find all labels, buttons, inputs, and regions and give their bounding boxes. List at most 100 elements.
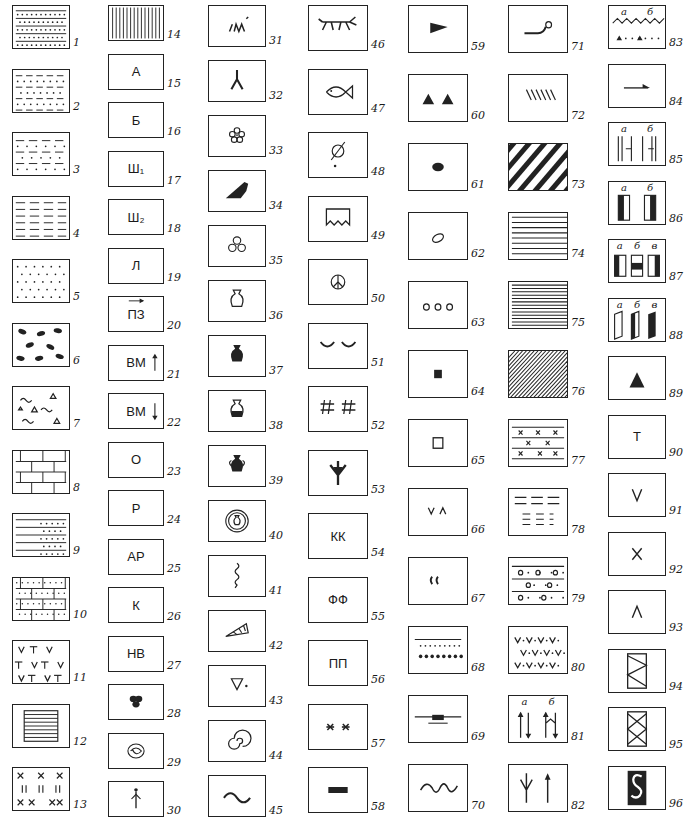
callout-number: 77 (571, 455, 585, 466)
symbol-glyph (109, 782, 163, 816)
legend-symbol-box: 47 (308, 69, 368, 115)
callout-number: 56 (371, 674, 385, 685)
symbol-glyph (609, 182, 665, 224)
symbol-glyph (209, 556, 265, 596)
callout-number: 30 (167, 805, 181, 816)
legend-symbol-box: 34 (208, 170, 266, 212)
callout-number: 18 (167, 223, 181, 234)
symbol-glyph (13, 260, 69, 302)
callout-number: 34 (269, 200, 283, 211)
legend-symbol-box: 52 (308, 386, 368, 432)
legend-symbol-box: аб83 (608, 5, 666, 49)
legend-symbol-box: 70 (408, 764, 468, 812)
legend-symbol-box: 72 (508, 74, 568, 122)
symbol-letter-row: абв (611, 241, 663, 251)
callout-number: 62 (471, 248, 485, 259)
callout-number: 72 (571, 110, 585, 121)
callout-number: 55 (371, 611, 385, 622)
legend-symbol-box: 10 (12, 577, 70, 621)
callout-number: 95 (669, 739, 683, 750)
legend-symbol-box: 74 (508, 212, 568, 260)
symbol-glyph (13, 451, 69, 493)
legend-symbol-box: Ш₁17 (108, 151, 164, 187)
legend-symbol-box: 66 (408, 488, 468, 536)
symbol-glyph (609, 6, 665, 48)
callout-number: 94 (669, 681, 683, 692)
callout-number: 82 (571, 800, 585, 811)
callout-number: 65 (471, 455, 485, 466)
callout-number: 87 (669, 271, 683, 282)
callout-number: 35 (269, 255, 283, 266)
symbol-glyph (209, 391, 265, 431)
symbol-glyph (209, 6, 265, 46)
legend-symbol-box: ПП56 (308, 640, 368, 686)
callout-number: 57 (371, 738, 385, 749)
legend-symbol-box: 44 (208, 720, 266, 762)
symbol-letter: а (620, 124, 628, 134)
legend-symbol-box: ПЗ20 (108, 296, 164, 332)
legend-symbol-box: 4 (12, 196, 70, 240)
symbol-letter: б (646, 124, 654, 134)
symbol-glyph (13, 324, 69, 366)
callout-number: 1 (73, 37, 80, 48)
callout-number: 90 (669, 447, 683, 458)
legend-symbol-box: 53 (308, 450, 368, 496)
legend-symbol-box: 67 (408, 557, 468, 605)
symbol-letter: ФФ (328, 593, 348, 606)
symbol-letter: а (520, 697, 528, 707)
symbol-glyph (609, 533, 665, 575)
legend-symbol-box: 95 (608, 707, 666, 751)
legend-symbol-box: 84 (608, 64, 666, 108)
legend-symbol-box: 46 (308, 5, 368, 51)
callout-number: 13 (73, 799, 87, 810)
legend-symbol-box: 82 (508, 764, 568, 812)
callout-number: 5 (73, 291, 80, 302)
symbol-glyph (409, 627, 467, 673)
callout-number: 53 (371, 484, 385, 495)
legend-symbol-box: абв87 (608, 239, 666, 283)
symbol-glyph (609, 357, 665, 399)
callout-number: 7 (73, 418, 80, 429)
legend-symbol-box: ВМ22 (108, 393, 164, 429)
symbol-glyph (409, 696, 467, 742)
callout-number: 2 (73, 101, 80, 112)
symbol-letter: в (650, 241, 658, 251)
legend-symbol-box: 32 (208, 60, 266, 102)
legend-symbol-box: 71 (508, 5, 568, 53)
legend-symbol-box: 60 (408, 74, 468, 122)
symbol-glyph (309, 260, 367, 304)
callout-number: 42 (269, 640, 283, 651)
legend-symbol-box: 35 (208, 225, 266, 267)
symbol-letter: б (633, 241, 641, 251)
legend-symbol-box: Т90 (608, 415, 666, 459)
callout-number: 24 (167, 514, 181, 525)
callout-number: 61 (471, 179, 485, 190)
symbol-letter: Б (132, 114, 141, 127)
symbol-glyph (209, 721, 265, 761)
symbol-glyph (309, 197, 367, 241)
symbol-glyph (609, 65, 665, 107)
legend-symbol-box: 58 (308, 767, 368, 813)
legend-symbol-box: аб86 (608, 181, 666, 225)
callout-number: 12 (73, 736, 87, 747)
symbol-glyph (509, 282, 567, 328)
symbol-letter: ВМ (126, 356, 146, 369)
symbol-glyph (609, 123, 665, 165)
callout-number: 26 (167, 611, 181, 622)
legend-symbol-box: 12 (12, 704, 70, 748)
symbol-glyph (509, 696, 567, 742)
legend-symbol-box: 43 (208, 665, 266, 707)
symbol-glyph (409, 489, 467, 535)
callout-number: 16 (167, 126, 181, 137)
callout-number: 11 (73, 672, 87, 683)
legend-symbol-box: 31 (208, 5, 266, 47)
legend-symbol-box: Л19 (108, 248, 164, 284)
legend-symbol-box: 40 (208, 500, 266, 542)
symbol-letter: А (132, 65, 141, 78)
legend-symbol-box: 14 (108, 5, 164, 41)
callout-number: 29 (167, 757, 181, 768)
callout-number: 67 (471, 593, 485, 604)
callout-number: 52 (371, 420, 385, 431)
callout-number: 66 (471, 524, 485, 535)
